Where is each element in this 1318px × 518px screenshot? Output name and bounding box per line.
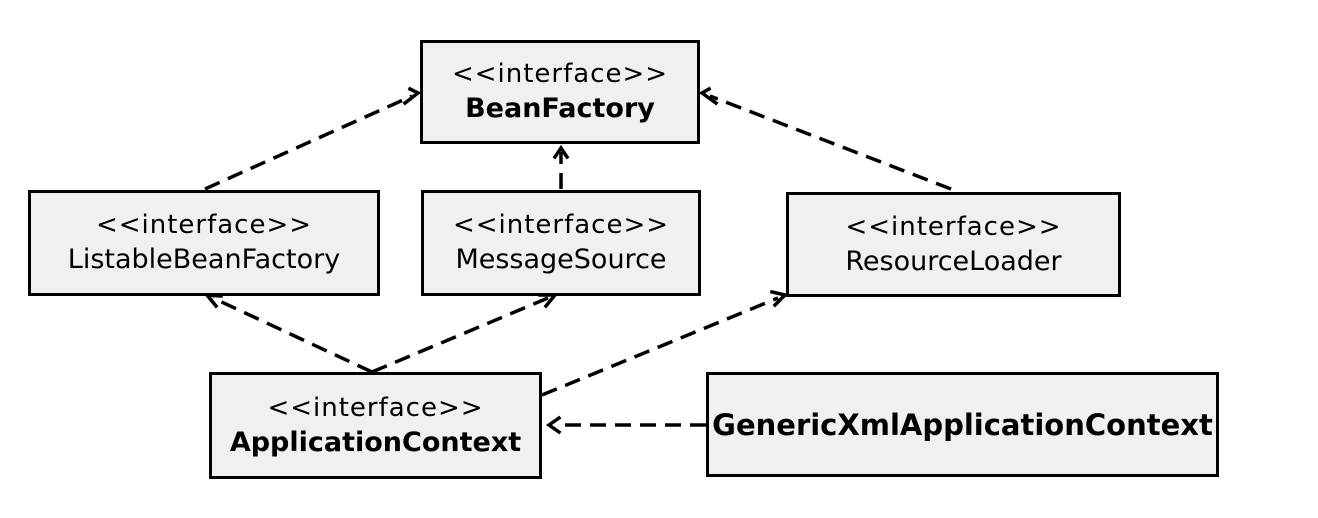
arrowhead-icon xyxy=(203,292,223,309)
class-name: GenericXmlApplicationContext xyxy=(712,407,1213,442)
edge-appcontext-to-listable xyxy=(212,296,373,374)
stereotype-label: <<interface>> xyxy=(451,59,669,89)
node-application-context: <<interface>> ApplicationContext xyxy=(209,372,542,479)
edge-appcontext-to-resourceloader xyxy=(541,296,779,397)
edge-resourceloader-to-beanfactory xyxy=(709,94,952,191)
class-name: ListableBeanFactory xyxy=(67,244,341,275)
node-listable-bean-factory: <<interface>> ListableBeanFactory xyxy=(28,190,380,296)
arrowhead-icon xyxy=(552,144,570,160)
edge-listable-to-beanfactory xyxy=(204,94,413,191)
class-name: MessageSource xyxy=(455,244,667,275)
class-name: BeanFactory xyxy=(465,93,655,124)
arrowhead-icon xyxy=(545,415,562,435)
arrowhead-icon xyxy=(402,86,422,106)
stereotype-label: <<interface>> xyxy=(267,392,484,423)
node-resource-loader: <<interface>> ResourceLoader xyxy=(786,192,1121,297)
stereotype-label: <<interface>> xyxy=(452,210,670,240)
class-name: ResourceLoader xyxy=(845,245,1062,277)
arrowhead-icon xyxy=(769,289,789,308)
node-generic-xml-application-context: GenericXmlApplicationContext xyxy=(706,372,1219,477)
arrowhead-icon xyxy=(698,86,719,106)
class-name: ApplicationContext xyxy=(229,426,522,458)
edge-appcontext-to-messagesource xyxy=(371,296,549,374)
node-message-source: <<interface>> MessageSource xyxy=(421,190,701,296)
stereotype-label: <<interface>> xyxy=(845,211,1062,242)
node-bean-factory: <<interface>> BeanFactory xyxy=(420,40,700,144)
stereotype-label: <<interface>> xyxy=(95,210,313,240)
